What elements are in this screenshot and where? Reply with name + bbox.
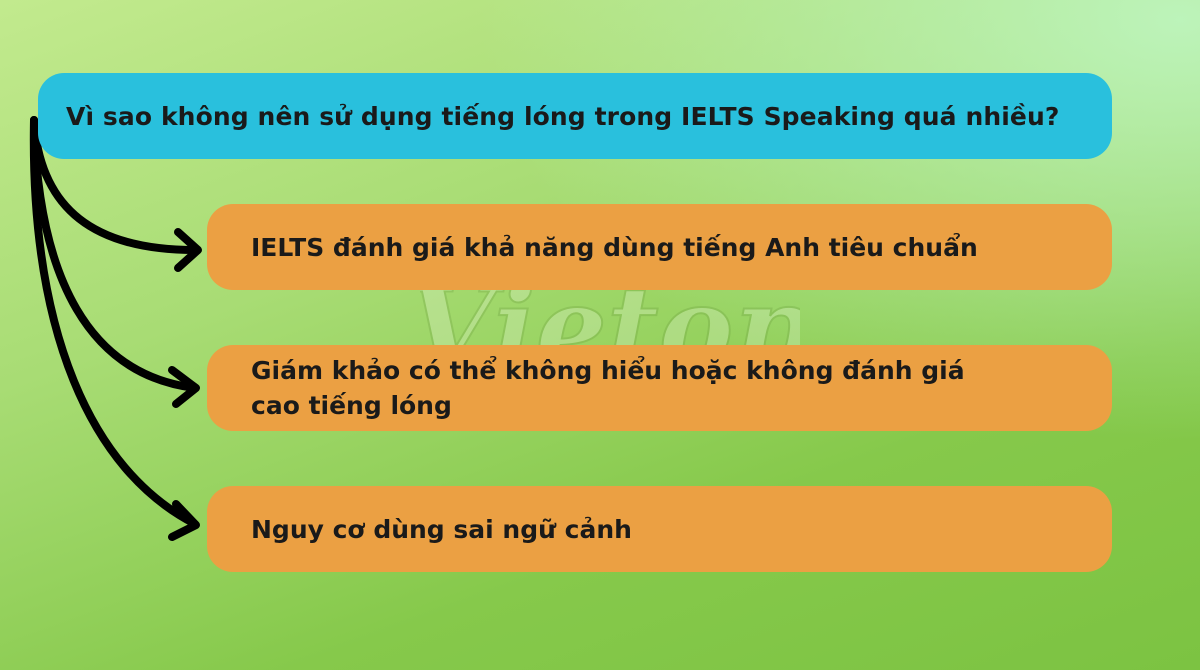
question-text: Vì sao không nên sử dụng tiếng lóng tron… [66, 101, 1060, 131]
arrowhead-3 [168, 500, 200, 541]
reason-text-1: IELTS đánh giá khả năng dùng tiếng Anh t… [251, 232, 978, 262]
reason-box-2: Giám khảo có thể không hiểu hoặc không đ… [207, 345, 1112, 431]
reason-box-3: Nguy cơ dùng sai ngữ cảnh [207, 486, 1112, 572]
reason-text-2: Giám khảo có thể không hiểu hoặc không đ… [251, 356, 965, 420]
reason-text-3: Nguy cơ dùng sai ngữ cảnh [251, 514, 632, 544]
arrowhead-1 [174, 228, 202, 272]
reason-box-1: IELTS đánh giá khả năng dùng tiếng Anh t… [207, 204, 1112, 290]
connector-arrow-3 [29, 116, 199, 528]
arrowhead-2 [168, 366, 200, 408]
question-box: Vì sao không nên sử dụng tiếng lóng tron… [38, 73, 1112, 159]
